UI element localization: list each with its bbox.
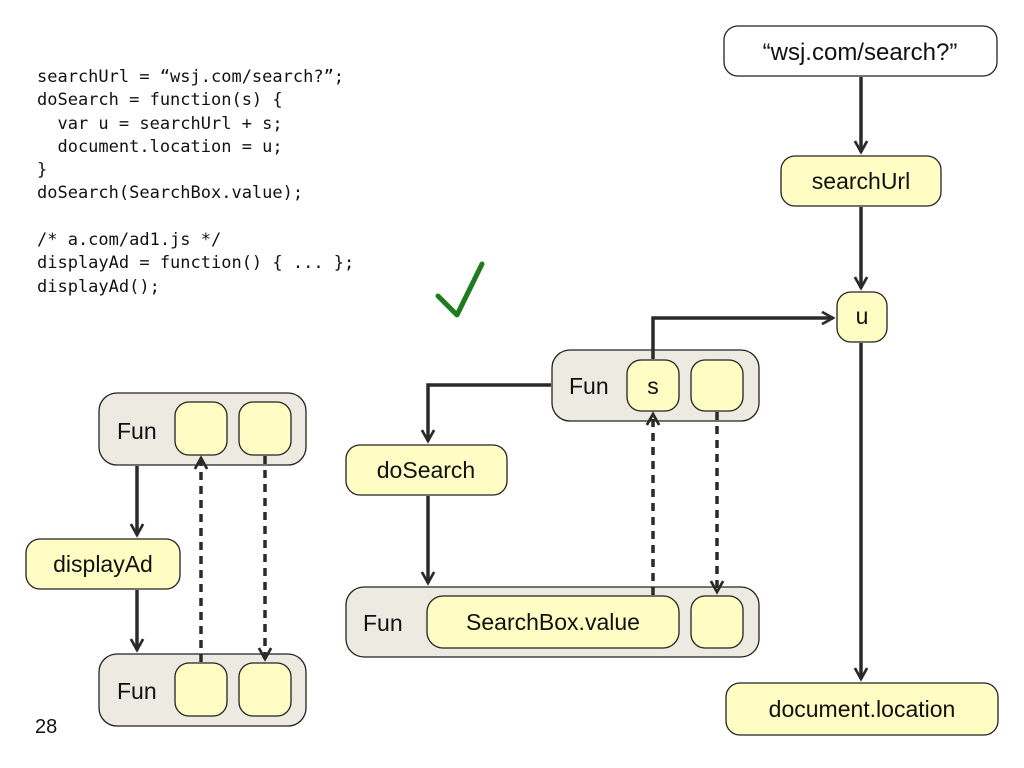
document-location-label: document.location bbox=[769, 696, 956, 722]
u-node bbox=[836, 291, 888, 343]
edge-fun-to-do-search bbox=[428, 383, 551, 441]
result-slot bbox=[238, 662, 292, 717]
search-url-label: searchUrl bbox=[812, 168, 910, 194]
code-line: displayAd(); bbox=[37, 276, 160, 297]
result-slot bbox=[690, 595, 744, 649]
param-s-label: s bbox=[647, 373, 659, 399]
edge-s-to-u bbox=[651, 318, 833, 359]
search-url-node bbox=[780, 155, 942, 207]
document-location-node bbox=[725, 682, 999, 736]
code-line: } bbox=[37, 160, 48, 181]
code-line: var u = searchUrl + s; bbox=[37, 113, 283, 134]
u-label: u bbox=[856, 303, 869, 329]
param-s-node bbox=[626, 359, 680, 412]
display-ad-label: displayAd bbox=[53, 551, 153, 577]
search-box-value-label: SearchBox.value bbox=[466, 609, 640, 635]
code-line: doSearch(SearchBox.value); bbox=[37, 183, 304, 204]
page-number: 28 bbox=[35, 716, 58, 738]
param-slot bbox=[174, 401, 228, 456]
fun-label: Fun bbox=[117, 418, 157, 444]
fun-label: Fun bbox=[569, 373, 609, 399]
checkmark-icon bbox=[435, 261, 485, 318]
search-box-value-node bbox=[426, 595, 680, 649]
do-search-node bbox=[345, 444, 508, 496]
display-ad-node bbox=[25, 538, 181, 590]
code-line: document.location = u; bbox=[37, 136, 283, 157]
code-listing: searchUrl = “wsj.com/search?”; doSearch … bbox=[37, 66, 354, 299]
fun-label: Fun bbox=[363, 610, 403, 636]
fun-label: Fun bbox=[117, 678, 157, 704]
wsj-string-node bbox=[723, 25, 998, 77]
return-slot bbox=[690, 359, 744, 412]
wsj-string-label: “wsj.com/search?” bbox=[763, 39, 958, 66]
code-line: doSearch = function(s) { bbox=[37, 90, 283, 111]
return-slot bbox=[238, 401, 292, 456]
code-line: displayAd = function() { ... }; bbox=[37, 253, 355, 274]
code-line: searchUrl = “wsj.com/search?”; bbox=[37, 67, 345, 87]
code-line: /* a.com/ad1.js */ bbox=[37, 230, 222, 251]
do-search-label: doSearch bbox=[377, 457, 475, 483]
arg-slot bbox=[174, 662, 228, 717]
